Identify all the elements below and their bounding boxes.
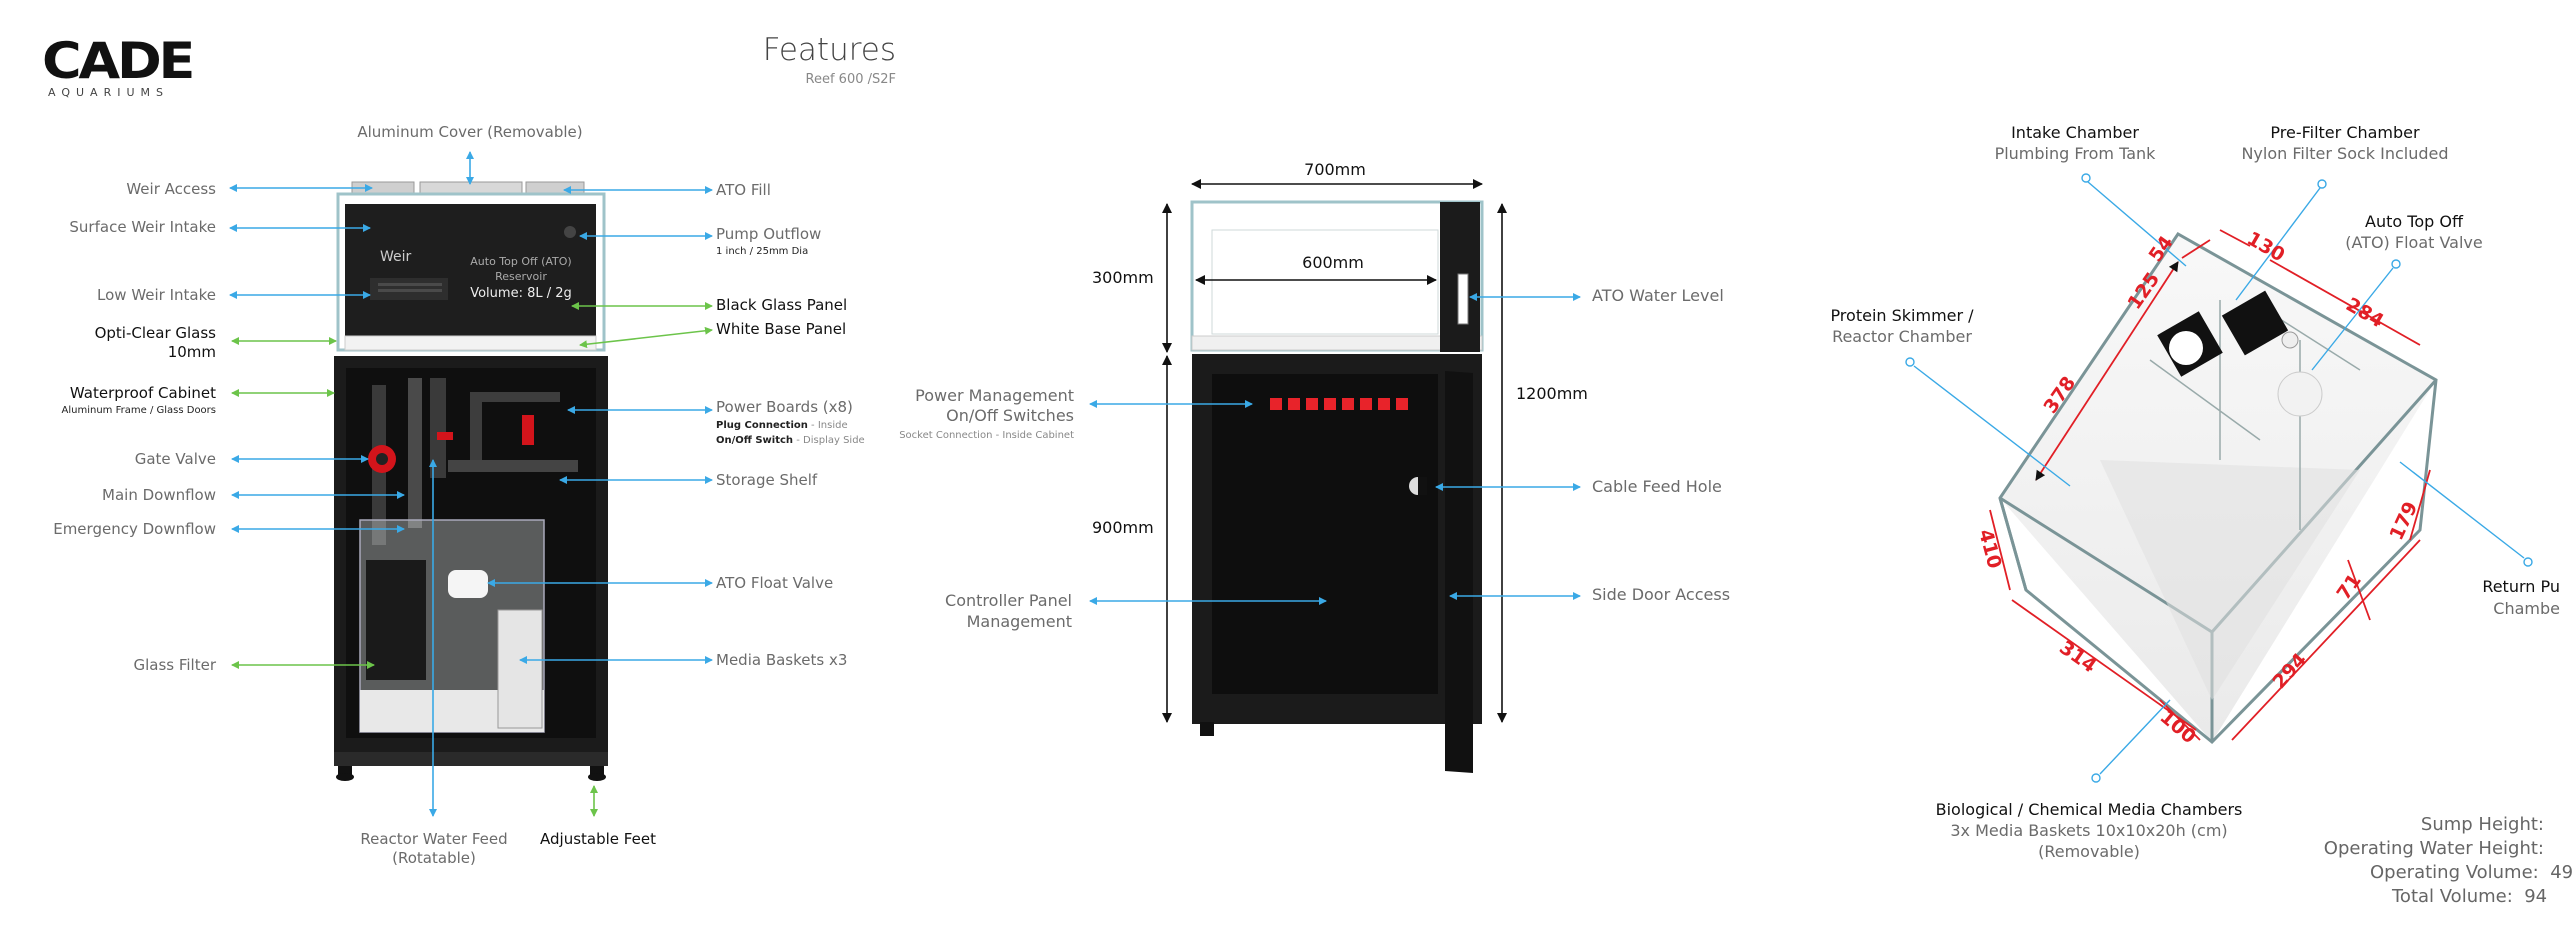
power-management-sub: Socket Connection - Inside Cabinet [899,430,1074,441]
side-aquarium [1190,200,1484,774]
page-title: Features [762,32,896,68]
stat-total-volume: Total Volume: 94 [2392,886,2547,907]
pump-outflow-title: Pump Outflow [716,225,822,243]
front-callout-arrows [229,151,713,817]
label-low-weir-intake: Low Weir Intake [97,286,216,304]
power-boards-title: Power Boards (x8) [716,398,853,416]
model-name: Reef 600 /S2F [805,72,896,87]
dim-600mm: 600mm [1302,253,1364,272]
label-white-base-panel: White Base Panel [716,320,847,338]
label-media-chambers: Biological / Chemical Media Chambers 3x … [1924,799,2254,862]
stat-operating-water-height: Operating Water Height: [2324,838,2544,859]
opti-clear-glass-title: Opti-Clear Glass [94,324,216,342]
stat-operating-volume: Operating Volume: 49 [2370,862,2573,883]
protein-skimmer-title: Protein Skimmer / [1830,306,1974,325]
label-black-glass-panel: Black Glass Panel [716,296,848,314]
plug-connection-note: - Inside [807,420,848,431]
controller-panel-line2: Management [966,612,1072,631]
label-weir-access: Weir Access [126,180,216,198]
side-dimension-lines [1162,179,1507,723]
waterproof-cabinet-title: Waterproof Cabinet [69,384,216,402]
label-pump-outflow: Pump Outflow 1 inch / 25mm Dia [716,226,821,260]
tank-volume: Volume: 8L / 2g [470,286,572,301]
waterproof-cabinet-sub: Aluminum Frame / Glass Doors [61,405,216,416]
tank-ato-reservoir: Auto Top Off (ATO) Reservoir Volume: 8L … [456,254,586,301]
label-ato-fill: ATO Fill [716,181,771,199]
label-intake-chamber: Intake Chamber Plumbing From Tank [1980,122,2170,164]
label-storage-shelf: Storage Shelf [716,471,818,489]
onoff-switch: On/Off Switch [716,435,794,446]
media-chambers-title: Biological / Chemical Media Chambers [1935,800,2243,819]
reactor-water-feed-sub: (Rotatable) [392,849,476,867]
return-pump-sub: Chambe [2493,599,2560,618]
intake-chamber-title: Intake Chamber [2011,123,2139,142]
protein-skimmer-sub: Reactor Chamber [1832,327,1972,346]
brand-logo: CADE AQUARIUMS [42,36,195,99]
auto-top-off-title: Auto Top Off [2365,212,2463,231]
label-reactor-water-feed: Reactor Water Feed (Rotatable) [352,830,516,868]
stat-total-volume-label: Total Volume: [2392,886,2513,907]
side-callout-arrows [1089,293,1581,605]
label-ato-water-level: ATO Water Level [1592,286,1724,305]
label-surface-weir-intake: Surface Weir Intake [69,218,216,236]
stat-operating-volume-label: Operating Volume: [2370,862,2539,883]
label-auto-top-off: Auto Top Off (ATO) Float Valve [2334,211,2494,253]
label-power-boards: Power Boards (x8) Plug Connection - Insi… [716,400,865,448]
plug-connection: Plug Connection [716,420,808,431]
label-media-baskets: Media Baskets x3 [716,651,848,669]
label-return-pump-chamber: Return Pu Chambe [2482,576,2560,620]
stat-sump-height-label: Sump Height: [2420,814,2544,835]
opti-clear-glass-sub: 10mm [167,343,216,361]
pump-outflow-sub: 1 inch / 25mm Dia [716,246,809,257]
stat-total-volume-value: 94 [2524,886,2548,907]
logo-wordmark: CADE [42,32,195,90]
stat-operating-volume-value: 49 [2550,862,2573,883]
media-chambers-sub: 3x Media Baskets 10x10x20h (cm) [1950,821,2228,840]
dim-1200mm: 1200mm [1516,384,1588,403]
auto-top-off-sub: (ATO) Float Valve [2345,233,2483,252]
label-glass-filter: Glass Filter [133,656,216,674]
label-main-downflow: Main Downflow [102,486,216,504]
label-power-management: Power Management On/Off Switches Socket … [899,386,1074,446]
label-gate-valve: Gate Valve [134,450,216,468]
power-management-line1: Power Management [915,386,1074,405]
reactor-water-feed-title: Reactor Water Feed [360,830,508,848]
tank-weir-text: Weir [380,249,412,265]
media-chambers-sub2: (Removable) [2038,842,2140,861]
intake-chamber-sub: Plumbing From Tank [1994,144,2156,163]
power-switch-row [1270,398,1408,410]
label-ato-float-valve: ATO Float Valve [716,574,834,592]
sump-callout-lines [1905,173,2533,783]
tank-ato-line1: Auto Top Off (ATO) [470,255,572,268]
sump-dimension-lines [1989,229,2431,741]
dim-700mm: 700mm [1304,160,1366,179]
controller-panel-line1: Controller Panel [945,591,1072,610]
stat-operating-water-height-label: Operating Water Height: [2323,838,2544,859]
power-management-line2: On/Off Switches [946,406,1074,425]
return-pump-title: Return Pu [2482,577,2560,596]
pre-filter-title: Pre-Filter Chamber [2270,123,2420,142]
label-emergency-downflow: Emergency Downflow [53,520,216,538]
dim-900mm: 900mm [1092,518,1154,537]
stat-sump-height: Sump Height: [2421,814,2544,835]
label-side-door-access: Side Door Access [1592,585,1731,604]
label-cable-feed-hole: Cable Feed Hole [1592,477,1722,496]
label-controller-panel: Controller Panel Management [945,590,1072,632]
header: Features Reef 600 /S2F [700,32,896,87]
front-aquarium [334,181,608,781]
dim-300mm: 300mm [1092,268,1154,287]
pre-filter-sub: Nylon Filter Sock Included [2241,144,2449,163]
logo-tagline: AQUARIUMS [48,86,169,99]
label-aluminum-cover: Aluminum Cover (Removable) [357,123,583,141]
label-protein-skimmer: Protein Skimmer / Reactor Chamber [1812,305,1992,347]
label-pre-filter-chamber: Pre-Filter Chamber Nylon Filter Sock Inc… [2232,122,2458,164]
label-adjustable-feet: Adjustable Feet [540,830,656,848]
tank-ato-line2: Reservoir [495,270,547,283]
onoff-switch-note: - Display Side [793,435,865,446]
label-waterproof-cabinet: Waterproof Cabinet Aluminum Frame / Glas… [62,385,216,419]
label-opti-clear-glass: Opti-Clear Glass 10mm [95,324,216,362]
